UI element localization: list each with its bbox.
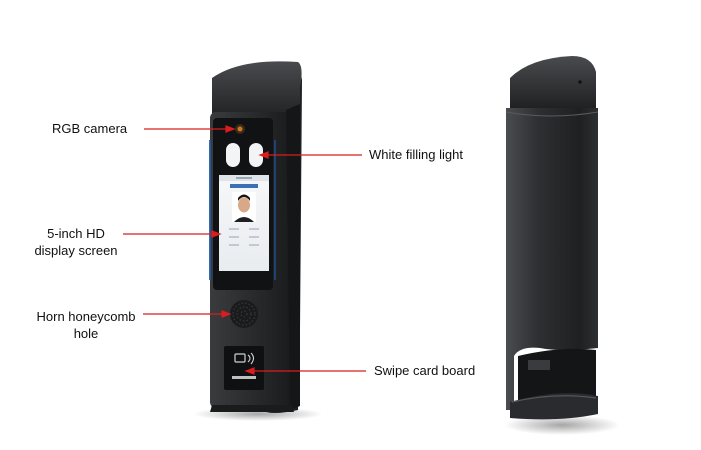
horn-honeycomb-hole (230, 300, 258, 328)
label-display-screen-line1: 5-inch HD (47, 226, 105, 241)
card-icon (234, 353, 246, 363)
callout-arrow-rgb-camera (225, 125, 236, 133)
display-screen (219, 175, 269, 271)
label-horn-honeycomb-line1: Horn honeycomb (36, 309, 136, 324)
device-side-shadow (504, 415, 620, 435)
label-display-screen-line2: display screen (34, 243, 118, 258)
label-horn-honeycomb-line2: hole (73, 326, 99, 341)
swipe-card-board (224, 346, 264, 390)
device-side-view (504, 56, 620, 435)
screen-edge-glow-left (209, 140, 211, 280)
rgb-camera-lens-inner (237, 126, 243, 132)
side-base (510, 393, 598, 420)
side-groove-upper (505, 111, 599, 117)
device-top-cap (212, 61, 302, 118)
device-front-foot (210, 405, 294, 412)
white-filling-light-left (226, 143, 240, 167)
side-connector (528, 360, 550, 370)
screen-header-text (236, 177, 252, 179)
label-white-filling-light: White filling light (369, 147, 463, 162)
side-top-cap (510, 56, 596, 108)
callout-arrow-swipe-card-board (244, 367, 255, 375)
card-board-caption (232, 376, 256, 379)
white-filling-light-right (249, 143, 263, 167)
side-base-top (511, 395, 597, 403)
face-portrait (232, 192, 256, 222)
nfc-wave-icon (247, 352, 255, 365)
callout-arrow-horn-honeycomb (221, 310, 232, 318)
screen-title-strip (230, 184, 258, 188)
callout-arrow-white-filling-light (258, 151, 269, 159)
label-rgb-camera: RGB camera (52, 121, 128, 136)
label-display-screen: 5-inch HD display screen (26, 225, 126, 259)
label-swipe-card-board: Swipe card board (374, 363, 476, 378)
device-side-edge (286, 104, 300, 410)
callout-arrow-display-screen (211, 230, 222, 238)
screen-edge-glow-right (274, 140, 276, 280)
side-cap-dot (578, 80, 582, 84)
label-horn-honeycomb: Horn honeycomb hole (24, 308, 148, 342)
screen-info-rows (229, 228, 259, 246)
side-main-body (506, 108, 598, 410)
callout-lines (123, 125, 366, 375)
device-front-view (193, 61, 323, 421)
